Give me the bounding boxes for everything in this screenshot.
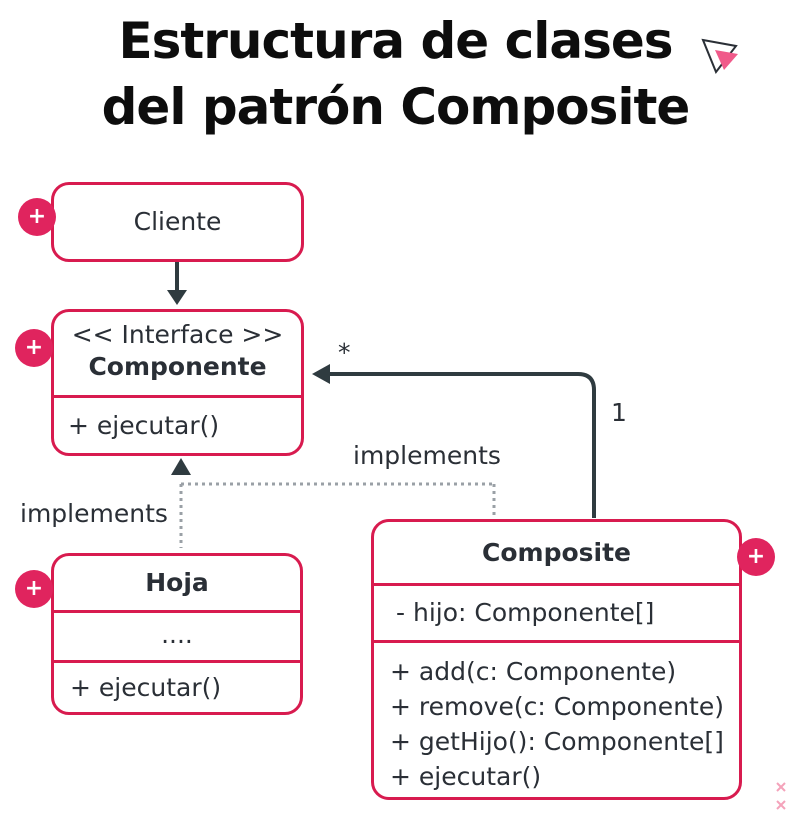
class-method: + ejecutar() — [70, 673, 222, 702]
implements-arrowhead-icon — [171, 458, 191, 475]
class-method: + add(c: Componente) — [390, 657, 677, 686]
class-header: << Interface >> Componente — [54, 312, 301, 398]
class-method: + ejecutar() — [68, 411, 220, 440]
expand-cliente-icon[interactable]: + — [18, 198, 56, 236]
class-box-composite: Composite - hijo: Componente[] + add(c: … — [371, 519, 742, 800]
diagram-title-line-1: Estructura de clases — [118, 12, 673, 70]
multiplicity-many-label: * — [338, 338, 351, 367]
class-attribute: .... — [54, 613, 300, 663]
class-name: Hoja — [54, 556, 300, 613]
class-name: Cliente — [133, 207, 222, 236]
class-stereotype: << Interface >> — [71, 320, 284, 349]
class-name: Composite — [374, 522, 739, 586]
cliente-to-componente-arrow — [167, 262, 187, 305]
composite-to-componente-arrow — [312, 364, 596, 518]
class-methods: + add(c: Componente) + remove(c: Compone… — [374, 643, 739, 794]
class-name: Componente — [88, 352, 267, 381]
expand-componente-icon[interactable]: + — [15, 329, 53, 367]
class-method: + ejecutar() — [390, 762, 542, 791]
expand-hoja-icon[interactable]: + — [15, 570, 53, 608]
class-attribute: - hijo: Componente[] — [374, 586, 739, 643]
class-method: + getHijo(): Componente[] — [390, 727, 724, 756]
class-box-hoja: Hoja .... + ejecutar() — [51, 553, 303, 715]
implements-label-right: implements — [353, 441, 501, 470]
expand-composite-icon[interactable]: + — [737, 538, 775, 576]
implements-connector — [171, 458, 496, 548]
class-box-componente: << Interface >> Componente + ejecutar() — [51, 309, 304, 456]
class-method: + remove(c: Componente) — [390, 692, 724, 721]
logo-triangle-icon — [701, 38, 738, 74]
class-box-cliente: Cliente — [51, 182, 304, 262]
decorative-marks-icon — [776, 782, 786, 810]
multiplicity-one-label: 1 — [611, 398, 627, 427]
implements-label-left: implements — [20, 499, 168, 528]
diagram-title-line-2: del patrón Composite — [101, 78, 691, 136]
